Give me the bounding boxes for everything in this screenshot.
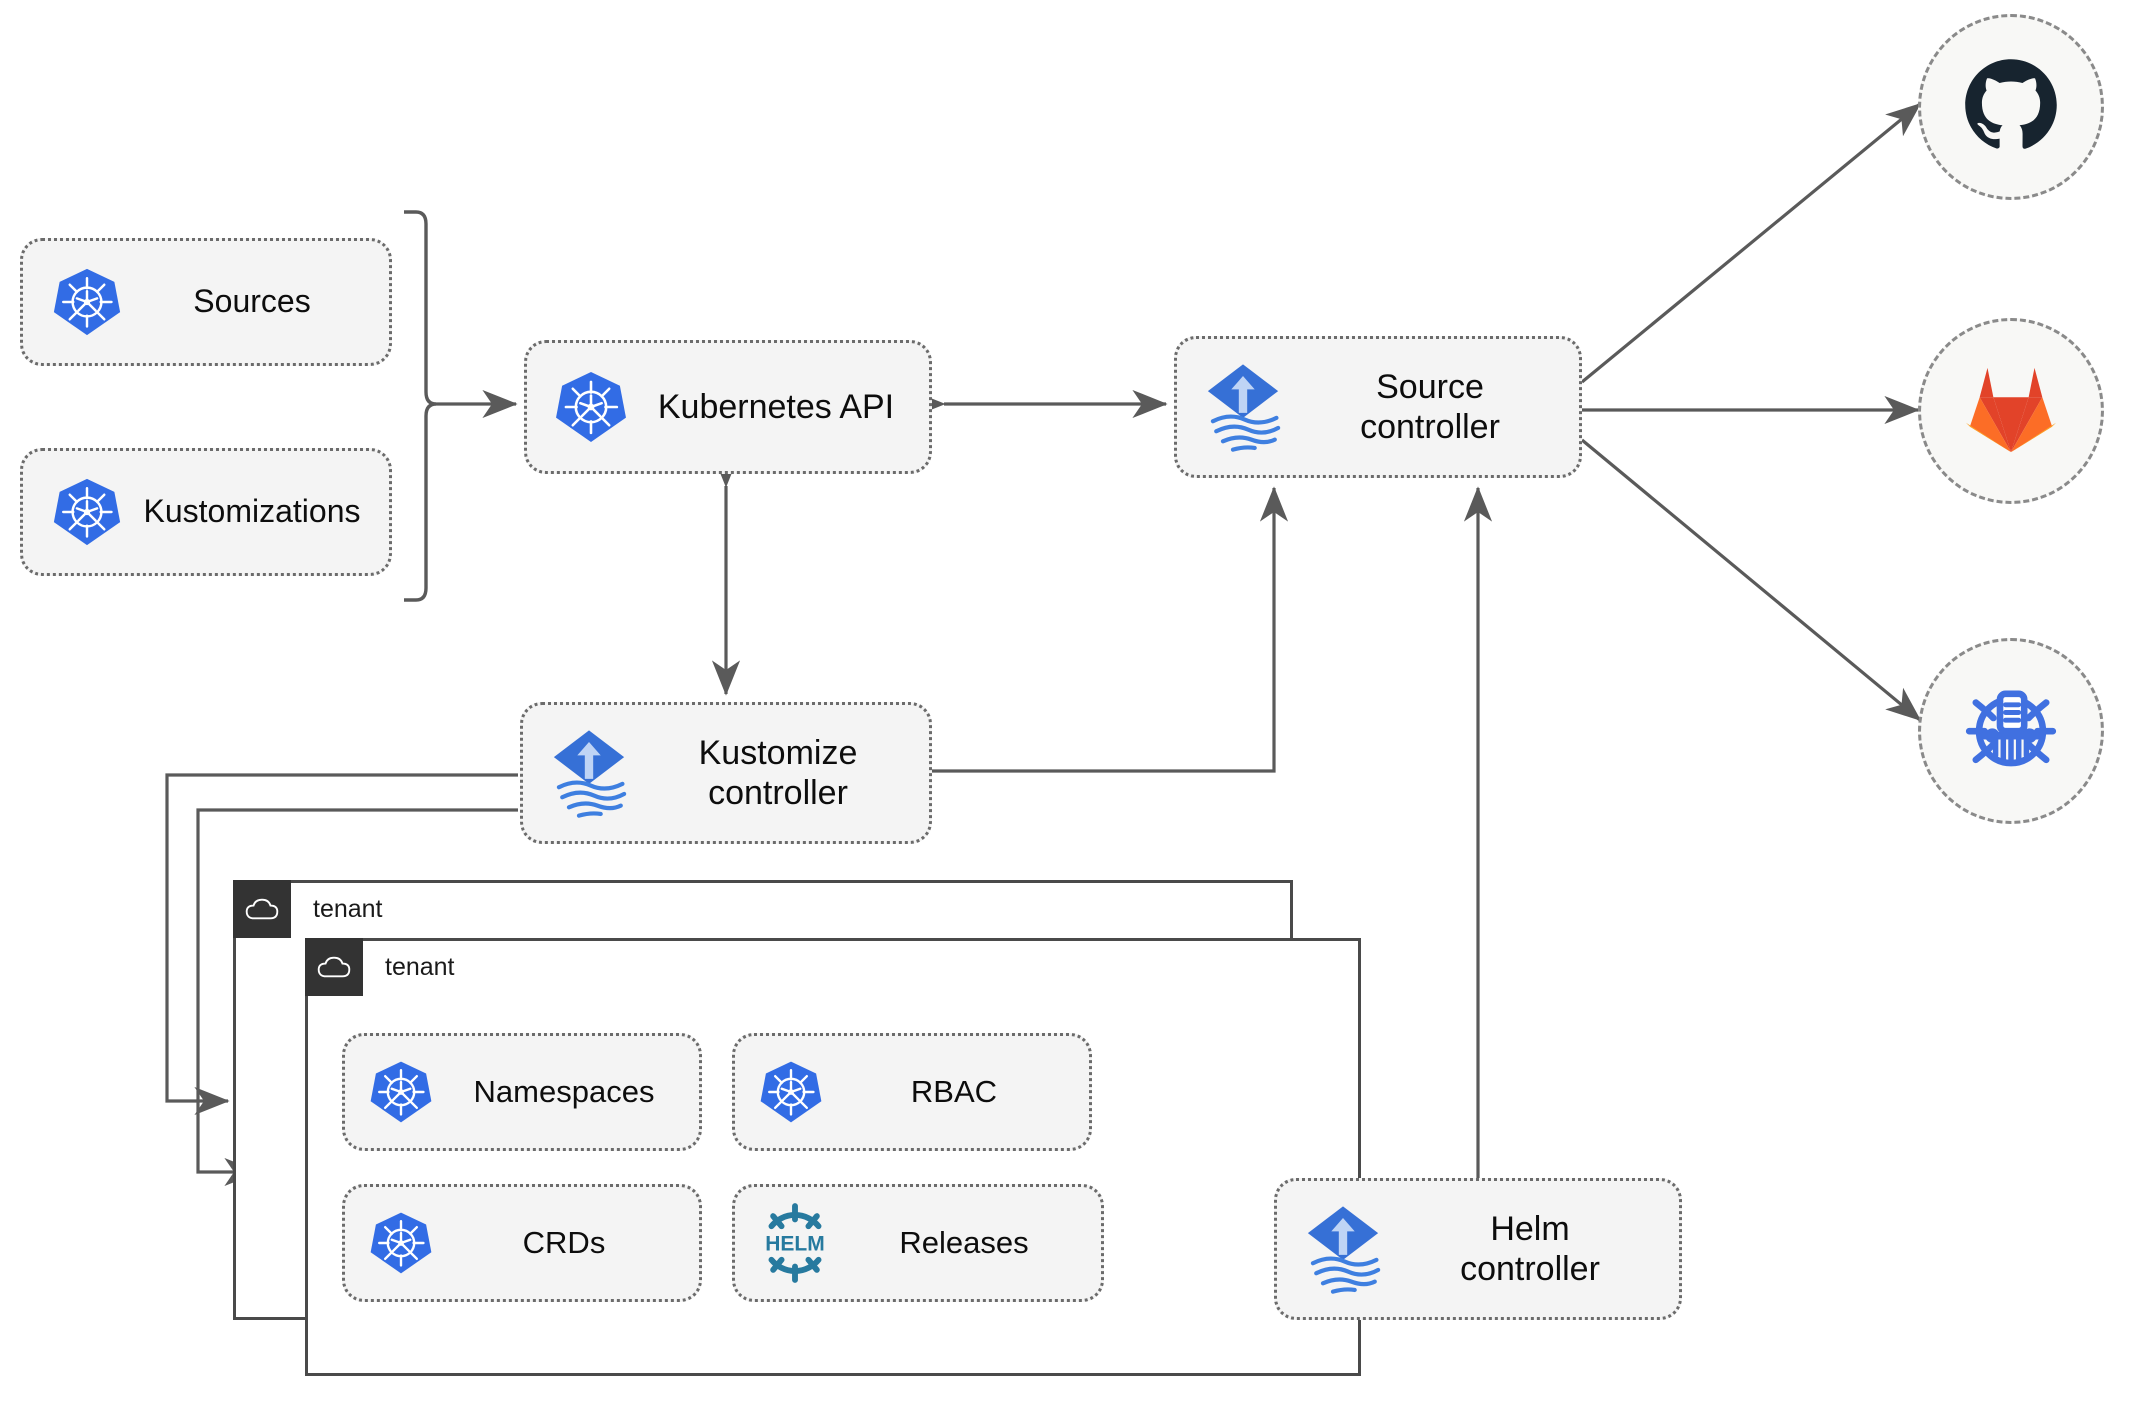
- helm-icon: HELM: [749, 1201, 841, 1285]
- kubernetes-icon: [543, 369, 639, 445]
- provider-github[interactable]: [1918, 14, 2104, 200]
- node-kustomize-controller[interactable]: Kustomize controller: [520, 702, 932, 844]
- flux-icon: [537, 727, 641, 819]
- tenant-titlebar: tenant: [305, 938, 455, 996]
- kubernetes-icon: [359, 1210, 443, 1276]
- node-source-controller[interactable]: Source controller: [1174, 336, 1582, 478]
- node-crds[interactable]: CRDs: [342, 1184, 702, 1302]
- node-helm-controller[interactable]: Helm controller: [1274, 1178, 1682, 1320]
- node-label: Sources: [193, 283, 311, 320]
- flux-icon: [1191, 361, 1295, 453]
- node-kustomizations[interactable]: Kustomizations: [20, 448, 392, 576]
- grouping-brace: [404, 210, 437, 602]
- flux-icon: [1291, 1203, 1395, 1295]
- wire-kustomize-controller-to-source-controller: [932, 486, 1289, 773]
- kubernetes-icon: [41, 476, 133, 548]
- node-namespaces[interactable]: Namespaces: [342, 1033, 702, 1151]
- tenant-window-2[interactable]: tenant: [305, 938, 1361, 1376]
- node-label: Helm controller: [1460, 1209, 1600, 1288]
- node-label: Namespaces: [473, 1073, 655, 1109]
- node-label: Kubernetes API: [657, 387, 895, 426]
- kubernetes-icon: [41, 266, 133, 338]
- node-sources[interactable]: Sources: [20, 238, 392, 366]
- svg-text:HELM: HELM: [765, 1233, 825, 1256]
- provider-gitlab[interactable]: [1918, 318, 2104, 504]
- wire-source-controller-to-github: [1580, 102, 1922, 384]
- node-label: RBAC: [910, 1073, 998, 1109]
- gitlab-icon: [1962, 362, 2060, 461]
- github-icon: [1959, 53, 2063, 162]
- wire-source-controller-to-helm-repository: [1580, 438, 1922, 722]
- node-label: Kustomizations: [143, 493, 361, 530]
- node-label: CRDs: [522, 1224, 606, 1260]
- node-kubernetes-api[interactable]: Kubernetes API: [524, 340, 932, 474]
- kubernetes-icon: [749, 1059, 833, 1125]
- tenant-label: tenant: [313, 894, 383, 923]
- tenant-titlebar: tenant: [233, 880, 383, 938]
- node-label: Kustomize controller: [698, 733, 858, 812]
- node-releases[interactable]: HELM Releases: [732, 1184, 1104, 1302]
- cloud-icon: [233, 880, 291, 938]
- cloud-icon: [305, 938, 363, 996]
- kubernetes-icon: [359, 1059, 443, 1125]
- node-label: Source controller: [1360, 367, 1500, 446]
- node-rbac[interactable]: RBAC: [732, 1033, 1092, 1151]
- provider-helm-repository[interactable]: [1918, 638, 2104, 824]
- tenant-label: tenant: [385, 952, 455, 981]
- node-label: Releases: [899, 1224, 1029, 1260]
- helm-chart-repository-icon: [1956, 674, 2066, 789]
